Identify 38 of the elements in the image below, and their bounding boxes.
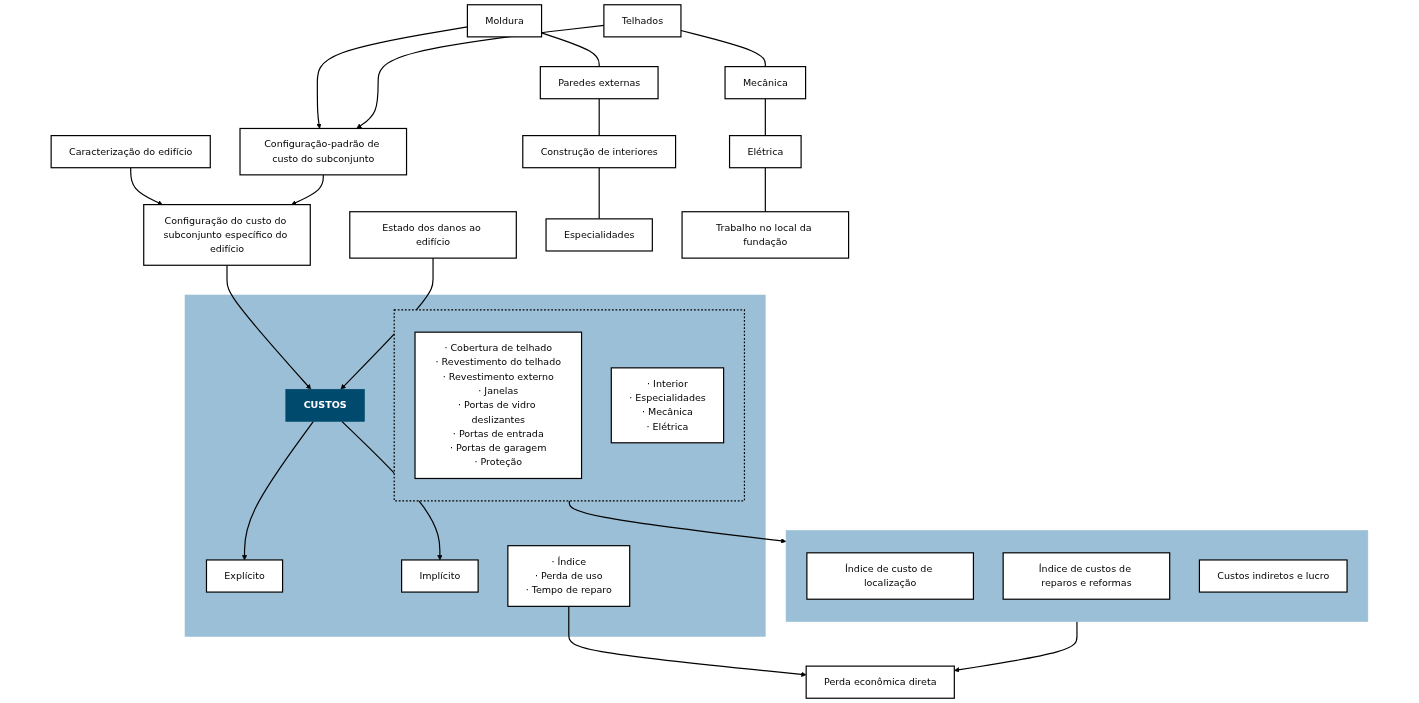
- node-box: Configuração-padrão de custo do subconjunto: [239, 127, 408, 176]
- arrow: [316, 26, 468, 129]
- node-box: Perda econômica direta: [805, 665, 955, 699]
- node-box: · Cobertura de telhado · Revestimento do telhado · Revestimento externo · Janelas · Portas de vidro deslizantes · Portas de entrada · Portas de garagem · Proteção: [414, 331, 583, 480]
- arrow: [954, 620, 1078, 673]
- node-box: Explícito: [205, 559, 284, 593]
- node-box: Mecânica: [724, 66, 807, 100]
- connector: [764, 167, 766, 213]
- connector: [598, 167, 600, 220]
- node-box: Configuração do custo do subconjunto específico do edifício: [143, 204, 311, 266]
- node-box: Estado dos danos ao edifício: [349, 211, 517, 259]
- arrow: [241, 420, 314, 561]
- cluster: [393, 309, 746, 502]
- arrow: [130, 167, 163, 205]
- node-box: Moldura: [466, 4, 543, 38]
- cluster: [785, 530, 1369, 622]
- node-box: Elétrica: [728, 135, 802, 169]
- node-box: Construção de interiores: [522, 135, 677, 169]
- arrow: [291, 174, 324, 205]
- node-box: Índice de custos de reparos e reformas: [1002, 552, 1171, 600]
- node-box: Custos indiretos e lucro: [1198, 559, 1348, 593]
- node-box: CUSTOS: [285, 388, 365, 422]
- node-box: Especialidades: [545, 218, 653, 252]
- connector: [764, 98, 766, 137]
- connector: [680, 29, 766, 68]
- connector: [598, 98, 600, 137]
- node-box: Telhados: [603, 4, 682, 38]
- node-box: Índice de custo de localização: [806, 552, 974, 600]
- arrow: [568, 500, 787, 544]
- node-box: Implícito: [401, 559, 479, 593]
- node-box: · Interior · Especialidades · Mecânica · Elétrica: [610, 367, 725, 444]
- node-box: · Índice · Perda de uso · Tempo de reparo: [507, 545, 631, 607]
- arrow: [226, 264, 312, 390]
- node-box: Paredes externas: [539, 66, 659, 100]
- arrow: [568, 605, 807, 677]
- node-box: Trabalho no local da fundação: [681, 211, 850, 259]
- node-box: Caracterização do edifício: [50, 135, 211, 169]
- cluster: [184, 294, 766, 637]
